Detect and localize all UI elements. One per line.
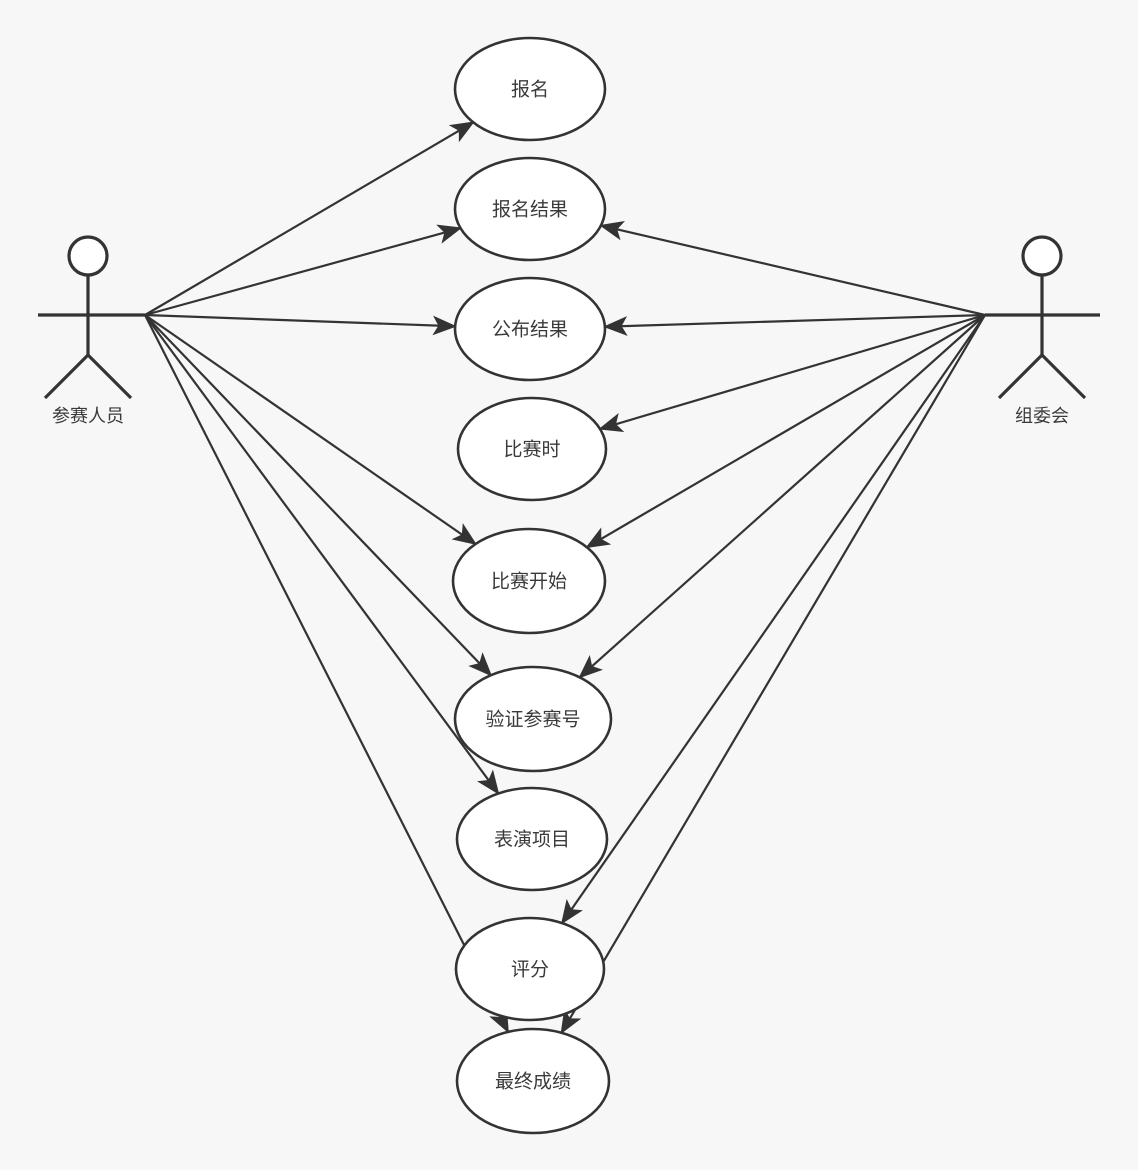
use-case-ellipse — [453, 156, 607, 262]
association-organizing-committee-to-uc3 — [603, 313, 986, 336]
association-contestant-to-uc2 — [144, 224, 463, 317]
use-case-label: 报名结果 — [492, 199, 568, 221]
use-case-uc4[interactable]: 比赛时 — [456, 396, 608, 502]
association-organizing-committee-to-uc8 — [560, 314, 986, 925]
use-case-uc8[interactable]: 评分 — [454, 916, 606, 1022]
association-lines — [144, 121, 986, 1035]
actor-label: 组委会 — [1015, 406, 1069, 427]
use-case-ellipse — [455, 786, 609, 892]
use-case-label: 比赛开始 — [491, 571, 567, 593]
use-case-uc2[interactable]: 报名结果 — [453, 156, 607, 262]
use-case-label: 评分 — [511, 959, 549, 981]
use-case-ellipse — [453, 276, 607, 382]
association-contestant-to-uc7 — [144, 314, 500, 795]
association-contestant-to-uc3 — [144, 313, 457, 336]
use-case-label: 验证参赛号 — [485, 709, 580, 731]
use-case-label: 表演项目 — [494, 829, 570, 851]
use-case-uc3[interactable]: 公布结果 — [453, 276, 607, 382]
actor-nodes: 参赛人员 组委会 — [38, 235, 1100, 427]
actor-leg-left — [997, 353, 1044, 400]
actor-leg-right — [86, 353, 133, 400]
use-case-ellipse — [453, 36, 607, 142]
actor-leg-left — [43, 353, 90, 400]
use-case-uc6[interactable]: 验证参赛号 — [453, 665, 613, 773]
actor-contestant[interactable]: 参赛人员 — [38, 235, 145, 427]
use-case-label: 比赛时 — [503, 439, 560, 461]
use-case-label: 报名 — [511, 79, 549, 101]
association-organizing-committee-to-uc9 — [560, 314, 986, 1035]
association-organizing-committee-to-uc4 — [598, 313, 986, 433]
association-contestant-to-uc9 — [144, 314, 510, 1034]
actor-head-icon — [67, 235, 109, 277]
use-case-ellipse — [451, 527, 607, 635]
actor-organizing-committee[interactable]: 组委会 — [985, 235, 1100, 427]
actor-leg-right — [1040, 353, 1087, 400]
association-contestant-to-uc1 — [144, 121, 475, 316]
use-case-uc5[interactable]: 比赛开始 — [451, 527, 607, 635]
association-contestant-to-uc5 — [144, 314, 478, 546]
use-case-label: 公布结果 — [492, 319, 568, 341]
use-case-ellipse — [454, 916, 606, 1022]
actor-head-icon — [1021, 235, 1063, 277]
use-case-ellipse — [453, 665, 613, 773]
use-case-ellipse — [456, 396, 608, 502]
association-organizing-committee-to-uc2 — [599, 220, 986, 317]
association-organizing-committee-to-uc5 — [585, 314, 986, 549]
use-case-uc9[interactable]: 最终成绩 — [455, 1027, 611, 1135]
use-case-uc1[interactable]: 报名 — [453, 36, 607, 142]
association-contestant-to-uc6 — [144, 314, 493, 677]
use-case-ellipse — [455, 1027, 611, 1135]
use-case-uc7[interactable]: 表演项目 — [455, 786, 609, 892]
association-organizing-committee-to-uc6 — [578, 314, 986, 679]
actor-label: 参赛人员 — [52, 406, 124, 427]
use-case-label: 最终成绩 — [495, 1071, 571, 1093]
